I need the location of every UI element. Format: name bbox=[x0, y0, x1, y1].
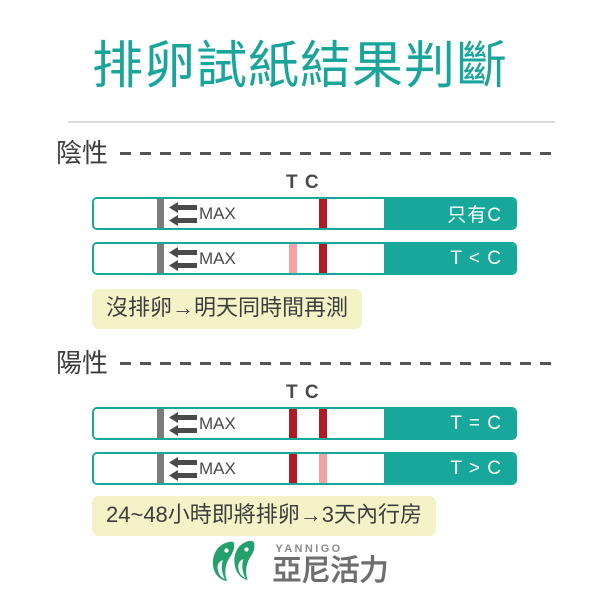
c-line-band bbox=[319, 454, 327, 483]
double-left-arrow-icon bbox=[168, 201, 198, 226]
tc-marker-negative: T C bbox=[286, 172, 320, 193]
strip-result-label: T < C bbox=[384, 244, 515, 273]
double-left-arrow-icon bbox=[168, 411, 198, 436]
brand-wordmark: YANNIGO 亞尼活力 bbox=[272, 543, 388, 586]
section-label-negative: 陰性 bbox=[56, 138, 109, 168]
strip-window: MAX bbox=[94, 409, 384, 438]
note-negative: 沒排卵→明天同時間再測 bbox=[92, 289, 363, 329]
brand-latin-name: YANNIGO bbox=[275, 543, 343, 555]
max-indicator: MAX bbox=[168, 244, 236, 273]
max-indicator: MAX bbox=[168, 454, 236, 483]
brand-cjk-name: 亞尼活力 bbox=[272, 555, 389, 587]
page-title: 排卵試紙結果判斷 bbox=[91, 37, 508, 94]
max-label: MAX bbox=[199, 414, 236, 433]
yannigo-bird-logo-icon bbox=[211, 540, 263, 589]
dashed-rule-negative bbox=[120, 151, 556, 155]
title-divider bbox=[68, 121, 555, 123]
c-line-band bbox=[319, 409, 327, 438]
c-line-band bbox=[319, 199, 327, 228]
max-bar bbox=[157, 199, 164, 228]
dashed-rule-positive bbox=[120, 361, 556, 365]
double-left-arrow-icon bbox=[168, 246, 198, 271]
test-strip-positive-2: MAX T > C bbox=[92, 452, 517, 485]
strip-window: MAX bbox=[94, 199, 384, 228]
t-line-band bbox=[289, 409, 297, 438]
strip-window: MAX bbox=[94, 454, 384, 483]
t-line-band bbox=[289, 454, 297, 483]
max-indicator: MAX bbox=[168, 409, 236, 438]
max-bar bbox=[157, 409, 164, 438]
strip-result-label: 只有C bbox=[384, 199, 515, 228]
tc-marker-positive: T C bbox=[286, 382, 320, 403]
test-strip-negative-1: MAX 只有C bbox=[92, 197, 517, 230]
section-heading-positive: 陽性 bbox=[56, 348, 556, 378]
section-label-positive: 陽性 bbox=[56, 348, 109, 378]
section-heading-negative: 陰性 bbox=[56, 138, 556, 168]
test-strip-negative-2: MAX T < C bbox=[92, 242, 517, 275]
t-line-band bbox=[289, 199, 297, 228]
max-bar bbox=[157, 454, 164, 483]
strip-result-label: T = C bbox=[384, 409, 515, 438]
c-line-band bbox=[319, 244, 327, 273]
brand-footer: YANNIGO 亞尼活力 bbox=[0, 540, 600, 589]
max-bar bbox=[157, 244, 164, 273]
strip-window: MAX bbox=[94, 244, 384, 273]
max-label: MAX bbox=[199, 459, 236, 478]
strip-result-label: T > C bbox=[384, 454, 515, 483]
test-strip-positive-1: MAX T = C bbox=[92, 407, 517, 440]
note-positive: 24~48小時即將排卵→3天內行房 bbox=[92, 496, 437, 536]
max-label: MAX bbox=[199, 249, 236, 268]
double-left-arrow-icon bbox=[168, 456, 198, 481]
max-indicator: MAX bbox=[168, 199, 236, 228]
t-line-band bbox=[289, 244, 297, 273]
max-label: MAX bbox=[199, 204, 236, 223]
